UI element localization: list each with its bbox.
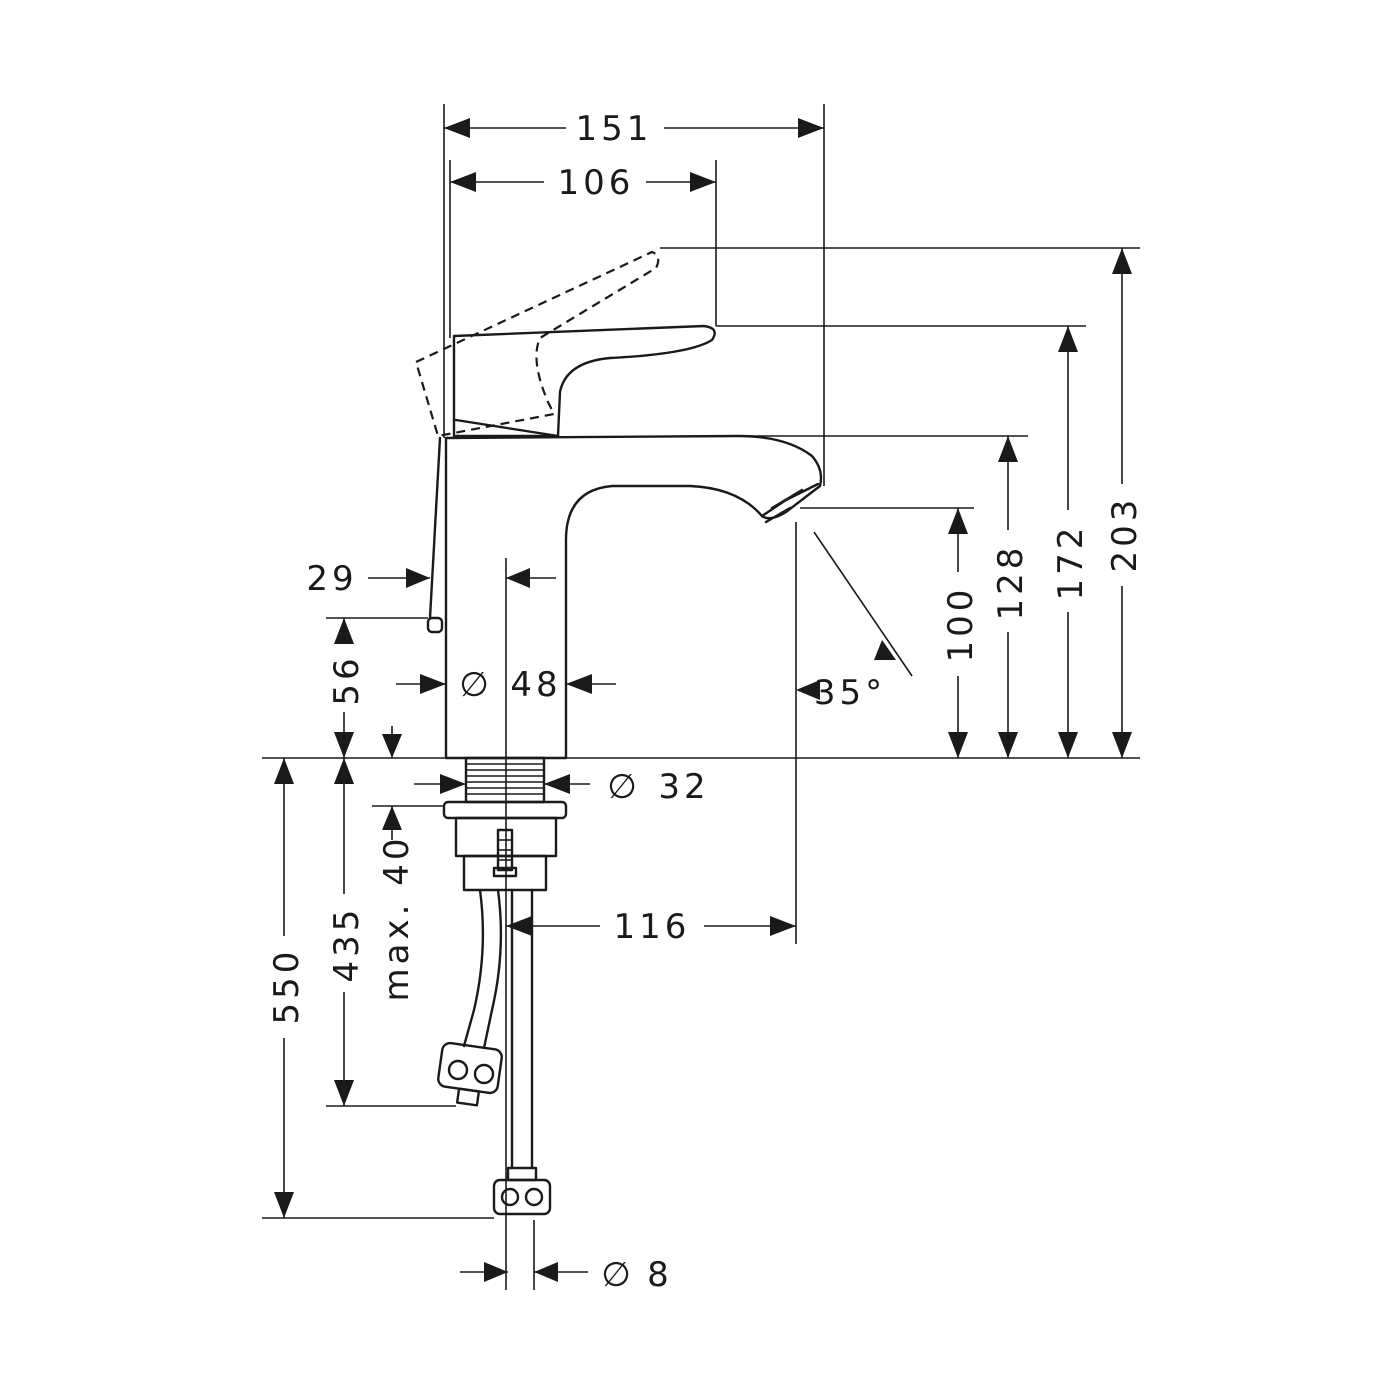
dim-151: 151 [444, 109, 824, 149]
dim-29: 29 [306, 559, 556, 599]
label-max-40: max. 40 [377, 835, 417, 1002]
label-48: 48 [510, 665, 561, 705]
diameter-symbol-32: ∅ [607, 767, 637, 807]
popup-rod [428, 436, 442, 620]
extension-lines [262, 104, 1140, 1290]
label-203: 203 [1105, 496, 1145, 573]
dim-128: 128 [991, 436, 1031, 758]
dim-550: 550 [267, 758, 307, 1218]
label-435: 435 [327, 906, 367, 983]
handle-lever-raised [414, 250, 660, 438]
label-8: 8 [647, 1255, 673, 1295]
label-550: 550 [267, 948, 307, 1025]
label-100: 100 [941, 586, 981, 663]
handle-lever [452, 324, 716, 439]
diameter-symbol-48: ∅ [459, 665, 489, 705]
label-29: 29 [306, 559, 357, 599]
threaded-shank [442, 756, 568, 892]
label-32: 32 [658, 767, 709, 807]
dim-106: 106 [450, 163, 716, 203]
dim-203: 203 [1105, 248, 1145, 758]
label-56: 56 [327, 654, 367, 705]
aerator [760, 482, 820, 518]
label-172: 172 [1051, 524, 1091, 601]
dim-diameter-32: ∅ 32 [414, 767, 709, 807]
supply-hoses [437, 888, 552, 1216]
label-128: 128 [991, 544, 1031, 621]
dim-diameter-48: ∅ 48 [396, 665, 616, 705]
label-151: 151 [576, 109, 653, 149]
faucet-outline [414, 250, 823, 1216]
label-106: 106 [558, 163, 635, 203]
dim-116: 116 [506, 907, 796, 947]
diameter-symbol-8: ∅ [601, 1255, 631, 1295]
dim-100: 100 [941, 508, 981, 758]
dim-diameter-8: ∅ 8 [460, 1255, 673, 1295]
dim-max-40: max. 40 [377, 726, 417, 1001]
label-35: 35° [814, 673, 886, 713]
dim-172: 172 [1051, 326, 1091, 758]
faucet-body [444, 434, 823, 760]
dim-angle-35: 35° [796, 640, 896, 713]
label-116: 116 [614, 907, 691, 947]
dim-56: 56 [327, 618, 367, 758]
dim-435: 435 [327, 758, 367, 1106]
